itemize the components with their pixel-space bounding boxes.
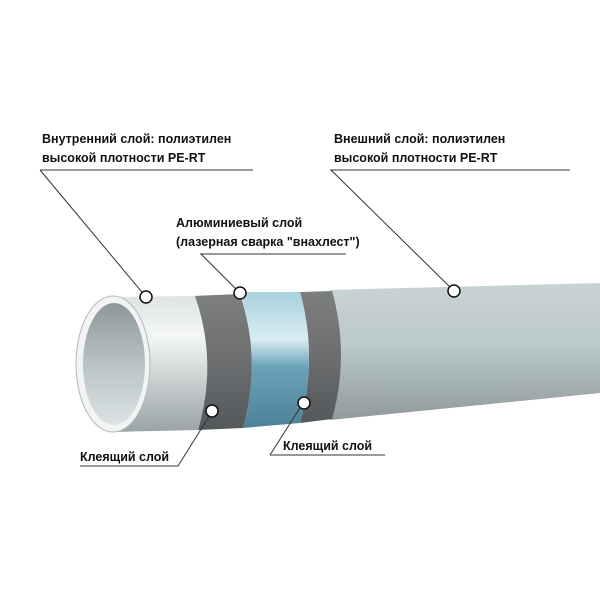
label-line: (лазерная сварка "внахлест") [176,235,360,249]
adhesive-layer-2 [300,291,341,423]
label-line: высокой плотности PE-RT [42,151,206,165]
label-aluminium-layer: Алюминиевый слой (лазерная сварка "внахл… [176,214,360,252]
leader-outer-layer [330,169,570,292]
label-inner-layer: Внутренний слой: полиэтилен высокой плот… [42,130,231,168]
label-outer-layer: Внешний слой: полиэтилен высокой плотнос… [334,130,505,168]
outer-layer [330,283,600,420]
label-line: Внутренний слой: полиэтилен [42,132,232,146]
label-line: высокой плотности PE-RT [334,151,498,165]
leader-adhesive-2 [269,402,385,456]
label-line: Внешний слой: полиэтилен [334,132,506,146]
marker-inner-layer [139,290,153,304]
marker-adhesive-1 [205,404,219,418]
adhesive-layer-1 [193,294,252,430]
label-adhesive-layer-1: Клеящий слой [80,450,170,464]
label-line: Алюминиевый слой [176,216,303,230]
marker-outer-layer [447,284,461,298]
leader-inner-layer [39,169,253,298]
marker-adhesive-2 [297,396,311,410]
pipe-opening [83,303,145,425]
label-adhesive-layer-2: Клеящий слой [283,439,373,453]
leader-aluminium-layer [200,253,346,294]
leader-adhesive-1 [80,409,214,467]
aluminium-layer [240,292,309,428]
marker-aluminium-layer [233,286,247,300]
